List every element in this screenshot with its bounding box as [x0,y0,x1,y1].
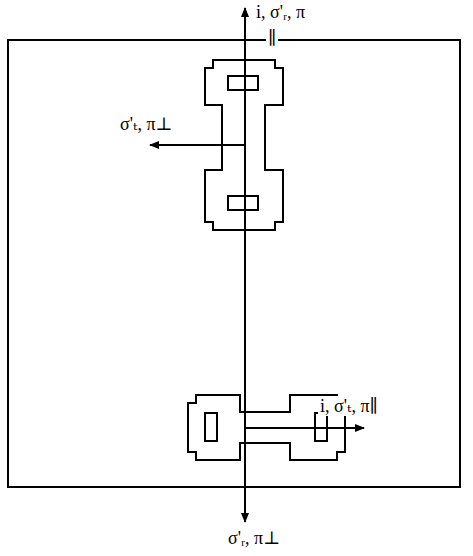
transverse-arrow [150,144,245,146]
axis-arrow [244,8,246,265]
subscript-mark: ∥ [266,28,278,48]
contact-pad [228,76,258,90]
current-arrow [245,427,364,429]
substrate-square [8,40,460,487]
stress-label: σ'ᵣ, π⊥ [226,528,282,548]
contact-pad [228,196,258,210]
stress-label: σ'ₜ, π⊥ [118,114,174,134]
stress-label: i, σ'ᵣ, π [254,2,307,22]
contact-pad [205,413,217,441]
axis-arrow [244,265,246,522]
stress-label: i, σ'ₜ, π∥ [318,396,380,416]
